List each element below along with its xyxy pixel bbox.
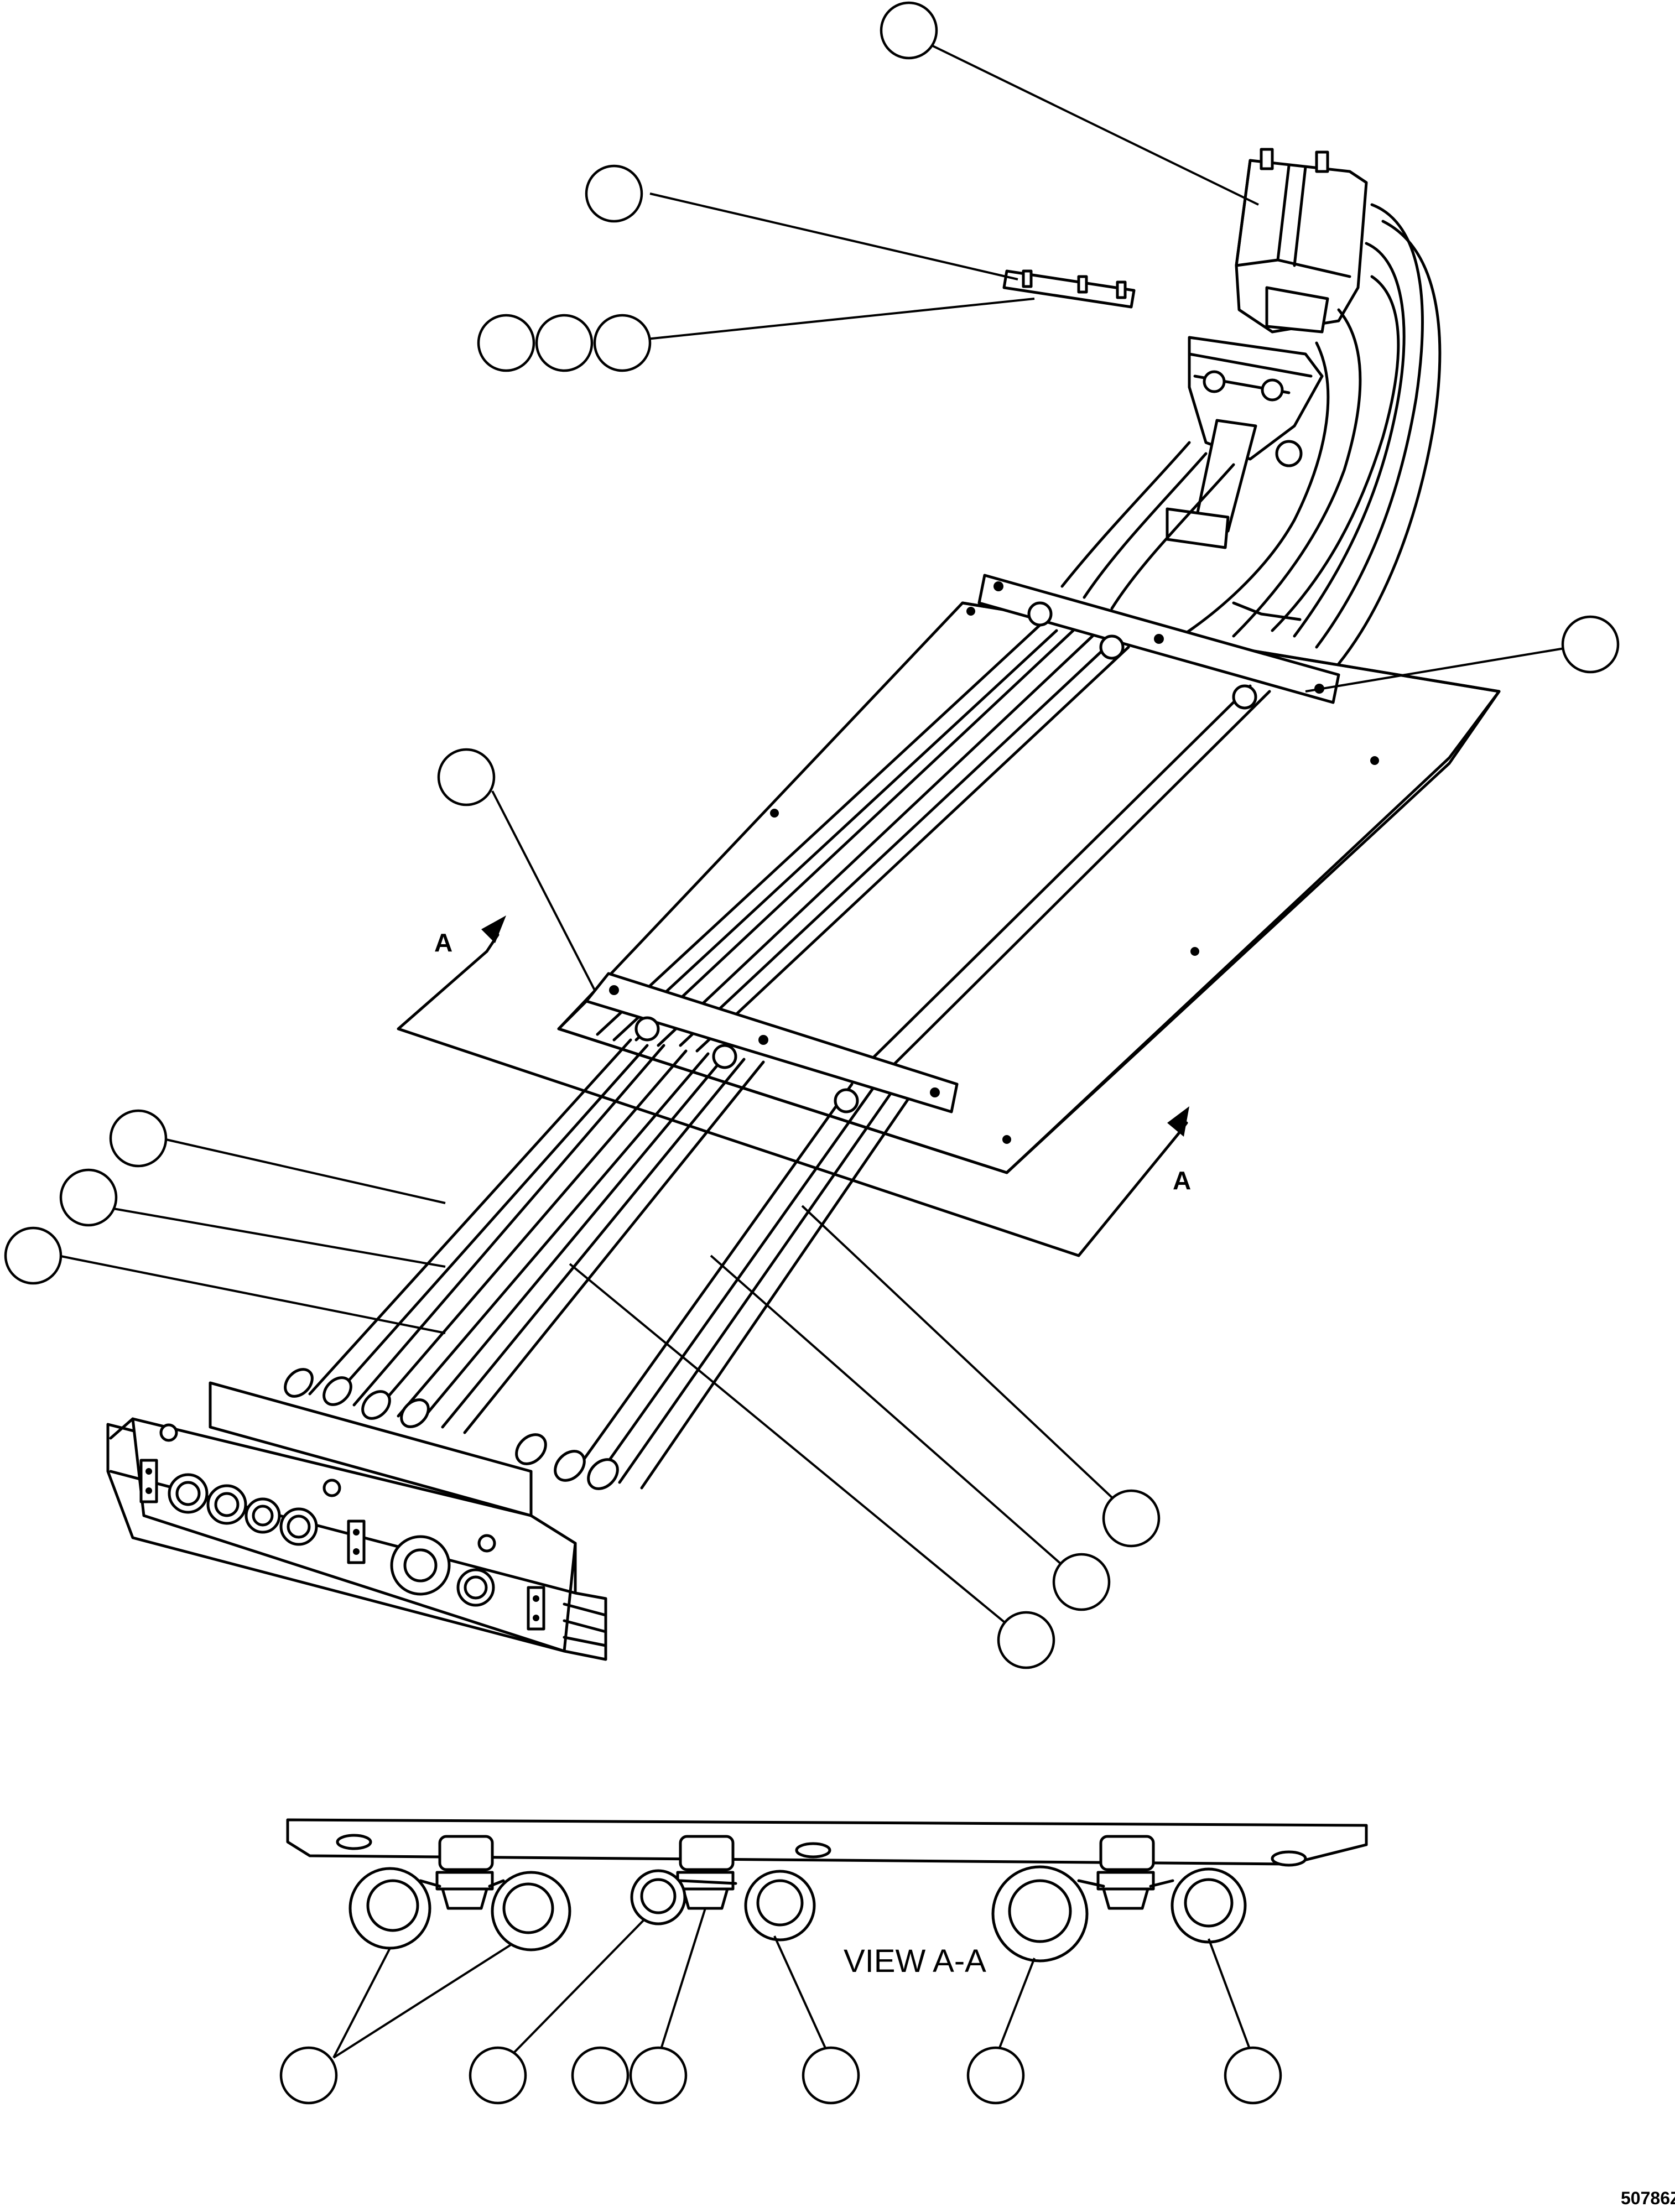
base-plate <box>557 601 1501 1174</box>
callout-bubble <box>966 2046 1025 2105</box>
callout-bubble <box>1102 1489 1161 1548</box>
drawing-number: 50786Z <box>1621 2188 1675 2208</box>
callout-bubble <box>1052 1553 1111 1611</box>
callout-bubble <box>437 748 496 806</box>
callout-bubble <box>802 2046 860 2105</box>
callout-bubble <box>4 1226 63 1285</box>
callout-bubble <box>59 1168 118 1227</box>
callout-bubble <box>585 164 643 223</box>
callout-bubble <box>1561 615 1620 674</box>
callout-bubble <box>593 314 652 372</box>
lower-clamp-bar <box>585 972 959 1113</box>
view-a-a-label: VIEW A-A <box>844 1943 986 1979</box>
section-line-a-a: A A <box>397 915 1191 1257</box>
callout-leaders <box>58 43 1572 1641</box>
callout-bubble <box>880 1 938 60</box>
callout-bubble <box>1224 2046 1282 2105</box>
callout-bubble <box>997 1611 1055 1669</box>
callout-bubble <box>535 314 594 372</box>
control-valve <box>1235 148 1368 334</box>
callout-bubble <box>629 2046 688 2105</box>
callout-bubble <box>571 2046 630 2105</box>
section-marker-a-top: A <box>434 928 452 957</box>
callout-bubble <box>477 314 535 372</box>
upper-clamp-bar <box>977 574 1340 710</box>
section-marker-a-bottom: A <box>1173 1166 1191 1195</box>
callout-bubble <box>469 2046 527 2105</box>
callout-bubble <box>109 1109 168 1168</box>
callout-bubbles <box>4 1 1620 1669</box>
view-a-a-detail: VIEW A-A <box>279 1818 1368 2105</box>
manifold-block <box>106 1381 607 1661</box>
callout-bubble <box>279 2046 338 2105</box>
